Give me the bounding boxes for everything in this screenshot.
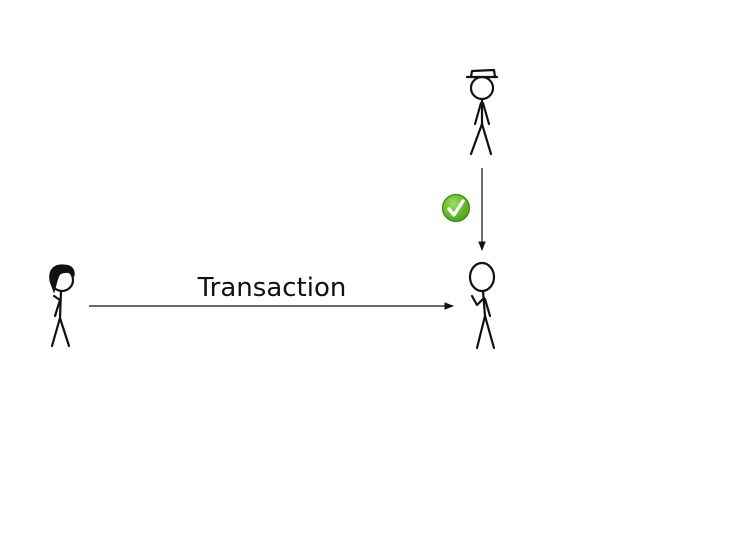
- authority-left-arm: [473, 101, 483, 126]
- sender-left-leg: [50, 316, 62, 348]
- receiver-thinking-arm: [470, 294, 486, 307]
- authority-hat-top: [469, 68, 497, 79]
- check-icon: [441, 193, 471, 223]
- receiver-figure: [468, 261, 496, 350]
- authority-head: [469, 75, 495, 101]
- receiver-head: [468, 261, 496, 293]
- receiver-other-arm: [483, 297, 492, 318]
- authority-left-leg: [469, 122, 484, 156]
- authority-right-leg: [480, 122, 493, 156]
- sender-right-leg: [58, 316, 71, 348]
- sender-body: [58, 289, 63, 320]
- sender-head: [49, 264, 75, 294]
- receiver-left-leg: [475, 314, 487, 350]
- transaction-label: Transaction: [197, 273, 347, 303]
- sender-figure: [49, 264, 75, 348]
- transaction-edge: Transaction: [89, 273, 454, 310]
- receiver-body: [481, 289, 487, 318]
- sender-hair: [49, 264, 75, 294]
- approval-edge: [441, 168, 486, 251]
- receiver-right-leg: [483, 314, 496, 350]
- authority-figure: [465, 68, 499, 156]
- authority-right-arm: [481, 101, 491, 126]
- sender-arms: [52, 294, 62, 318]
